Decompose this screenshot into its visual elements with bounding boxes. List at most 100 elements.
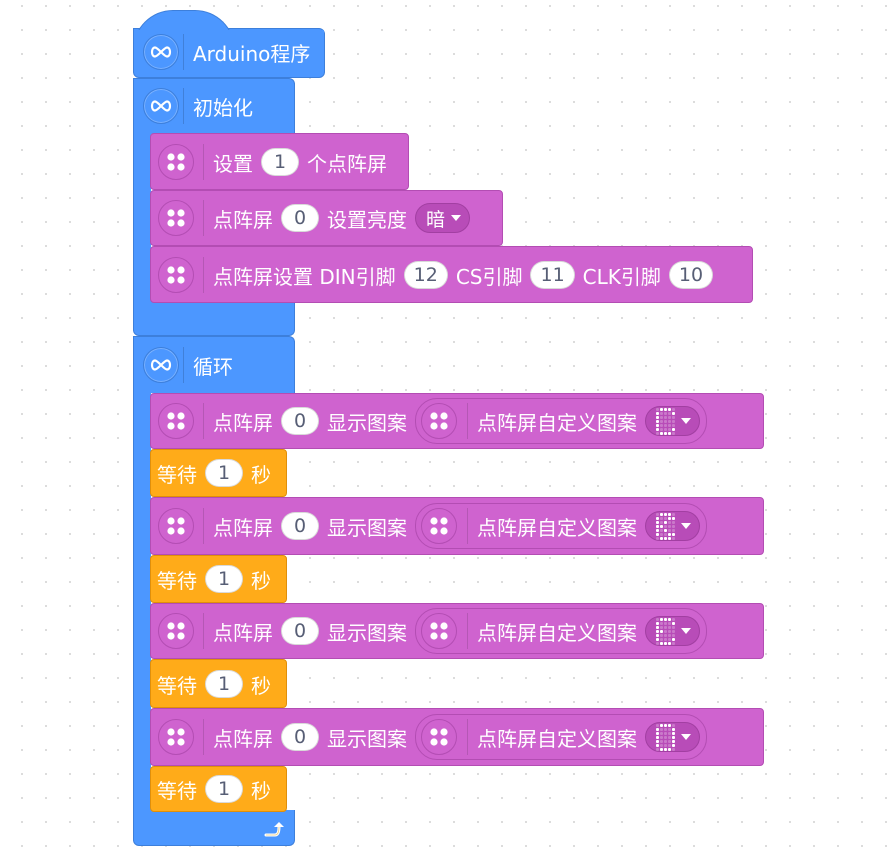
pattern-dot <box>668 427 671 431</box>
block-text: 秒 <box>251 462 271 487</box>
pattern-dot <box>664 641 667 645</box>
matrix-dots-icon <box>158 200 194 236</box>
block-text: 秒 <box>251 568 271 593</box>
display-pattern-row: 点阵屏 0 显示图案 点阵屏自定义图案 <box>158 398 707 444</box>
pattern-dot <box>664 739 667 743</box>
pattern-dot <box>668 532 671 536</box>
wait-seconds-input[interactable]: 1 <box>205 775 243 803</box>
pattern-dot <box>672 427 675 431</box>
block-text: 个点阵屏 <box>307 151 387 176</box>
custom-pattern-reporter[interactable]: 点阵屏自定义图案 <box>415 714 707 760</box>
pattern-dot <box>656 536 659 540</box>
dropdown-caret-icon <box>681 734 691 740</box>
wait-row: 等待 1 秒 <box>157 669 279 699</box>
matrix-index-input[interactable]: 0 <box>281 723 319 751</box>
pattern-dot <box>664 625 667 629</box>
pattern-dot <box>656 621 659 625</box>
pattern-dropdown[interactable] <box>645 722 700 752</box>
pattern-dot <box>660 407 663 411</box>
setup-block-header[interactable] <box>133 78 295 134</box>
matrix-index-input[interactable]: 0 <box>281 512 319 540</box>
pattern-dropdown[interactable] <box>645 406 700 436</box>
matrix-index-input[interactable]: 0 <box>281 407 319 435</box>
pattern-dot <box>656 641 659 645</box>
pattern-dot <box>668 743 671 747</box>
block-text: 点阵屏 <box>213 515 273 540</box>
pattern-dot <box>668 625 671 629</box>
pattern-dot <box>664 637 667 641</box>
pattern-dot <box>664 536 667 540</box>
pattern-dot <box>664 731 667 735</box>
pattern-dot <box>660 625 663 629</box>
custom-pattern-reporter[interactable]: 点阵屏自定义图案 <box>415 398 707 444</box>
pattern-dot <box>664 411 667 415</box>
separator <box>203 200 204 236</box>
matrix-pattern-icon <box>656 617 675 645</box>
pattern-dot <box>672 528 675 532</box>
pattern-dot <box>664 617 667 621</box>
pattern-dot <box>656 617 659 621</box>
wait-row: 等待 1 秒 <box>157 774 279 804</box>
pattern-dot <box>656 415 659 419</box>
brightness-dropdown[interactable]: 暗 <box>415 203 471 233</box>
pattern-dot <box>660 747 663 751</box>
separator <box>203 508 204 544</box>
pattern-dot <box>664 633 667 637</box>
pattern-dot <box>656 419 659 423</box>
wait-row: 等待 1 秒 <box>157 458 279 488</box>
cs-pin-input[interactable]: 11 <box>530 261 575 289</box>
separator <box>467 508 468 544</box>
pattern-dot <box>656 524 659 528</box>
wait-seconds-input[interactable]: 1 <box>205 670 243 698</box>
matrix-dots-icon <box>421 719 457 755</box>
pattern-dot <box>660 524 663 528</box>
pattern-dropdown[interactable] <box>645 511 700 541</box>
wait-seconds-input[interactable]: 1 <box>205 565 243 593</box>
loop-arrow-icon <box>263 820 285 844</box>
separator <box>203 403 204 439</box>
pattern-dot <box>664 415 667 419</box>
pattern-dot <box>668 747 671 751</box>
pattern-dot <box>660 427 663 431</box>
matrix-index-input[interactable]: 0 <box>281 204 319 232</box>
pattern-dot <box>656 431 659 435</box>
separator <box>203 719 204 755</box>
hat-row: Arduino程序 <box>143 34 318 70</box>
block-text: 点阵屏 <box>213 726 273 751</box>
matrix-dots-icon <box>158 719 194 755</box>
set-pins-block[interactable] <box>150 246 753 303</box>
matrix-dots-icon <box>421 403 457 439</box>
pattern-dot <box>664 743 667 747</box>
pattern-dot <box>668 419 671 423</box>
pattern-dot <box>668 723 671 727</box>
pattern-dot <box>660 516 663 520</box>
separator <box>467 613 468 649</box>
block-text: 点阵屏 <box>213 207 273 232</box>
pattern-dot <box>672 735 675 739</box>
display-pattern-row: 点阵屏 0 显示图案 点阵屏自定义图案 <box>158 714 707 760</box>
block-text: 显示图案 <box>327 410 407 435</box>
wait-seconds-input[interactable]: 1 <box>205 459 243 487</box>
pattern-dot <box>656 727 659 731</box>
separator <box>203 144 204 180</box>
pattern-dot <box>664 524 667 528</box>
pattern-dot <box>672 512 675 516</box>
setup-row: 初始化 <box>143 88 261 124</box>
matrix-dots-icon <box>158 144 194 180</box>
din-pin-input[interactable]: 12 <box>403 261 448 289</box>
wait-row: 等待 1 秒 <box>157 564 279 594</box>
matrix-count-input[interactable]: 1 <box>261 148 299 176</box>
pattern-dot <box>660 512 663 516</box>
custom-pattern-reporter[interactable]: 点阵屏自定义图案 <box>415 608 707 654</box>
brightness-dropdown-value: 暗 <box>426 208 446 231</box>
matrix-index-input[interactable]: 0 <box>281 617 319 645</box>
clk-pin-input[interactable]: 10 <box>668 261 714 289</box>
pattern-dropdown[interactable] <box>645 616 700 646</box>
pattern-dot <box>660 520 663 524</box>
custom-pattern-reporter[interactable]: 点阵屏自定义图案 <box>415 503 707 549</box>
pattern-dot <box>664 516 667 520</box>
pattern-dot <box>660 536 663 540</box>
reporter-text: 点阵屏自定义图案 <box>477 515 637 540</box>
block-text: 显示图案 <box>327 620 407 645</box>
